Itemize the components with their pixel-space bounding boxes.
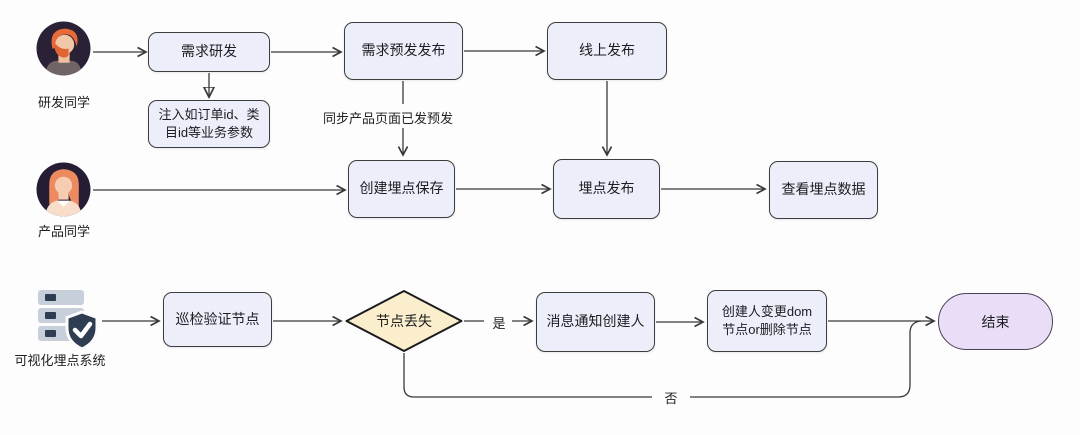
decision-diamond-shape xyxy=(345,290,463,352)
node-pre-release[interactable]: 需求预发发布 xyxy=(344,22,463,80)
developer-avatar[interactable] xyxy=(36,21,91,76)
node-view-data[interactable]: 查看埋点数据 xyxy=(769,161,878,219)
node-notify-creator[interactable]: 消息通知创建人 xyxy=(536,292,655,352)
node-end[interactable]: 结束 xyxy=(938,293,1053,350)
node-node-lost[interactable]: 节点丢失 xyxy=(345,290,463,352)
node-point-release[interactable]: 埋点发布 xyxy=(553,159,660,219)
node-online-release[interactable]: 线上发布 xyxy=(547,22,667,80)
system-actor-label: 可视化埋点系统 xyxy=(14,353,106,368)
edge-node-lost-no-a xyxy=(403,353,652,398)
node-inspect[interactable]: 巡检验证节点 xyxy=(163,292,272,347)
node-change-dom[interactable]: 创建人变更dom节点or删除节点 xyxy=(707,290,827,352)
server-shield-icon xyxy=(38,290,99,351)
product-actor-label: 产品同学 xyxy=(37,224,90,239)
edge-node-lost-no-b xyxy=(690,320,922,398)
edge-label-no: 否 xyxy=(664,391,678,406)
product-avatar[interactable] xyxy=(36,162,91,217)
developer-actor-label: 研发同学 xyxy=(37,95,90,110)
developer-avatar-icon xyxy=(36,21,91,76)
node-inject-params[interactable]: 注入如订单id、类目id等业务参数 xyxy=(148,100,270,148)
edge-label-sync: 同步产品页面已发预发 xyxy=(322,111,453,126)
product-avatar-icon xyxy=(36,162,91,217)
edge-label-yes: 是 xyxy=(492,316,506,331)
node-node-lost-label: 节点丢失 xyxy=(376,313,432,329)
tracking-system-node[interactable] xyxy=(36,288,102,352)
node-req-dev[interactable]: 需求研发 xyxy=(148,32,270,72)
node-create-point[interactable]: 创建埋点保存 xyxy=(348,160,455,218)
